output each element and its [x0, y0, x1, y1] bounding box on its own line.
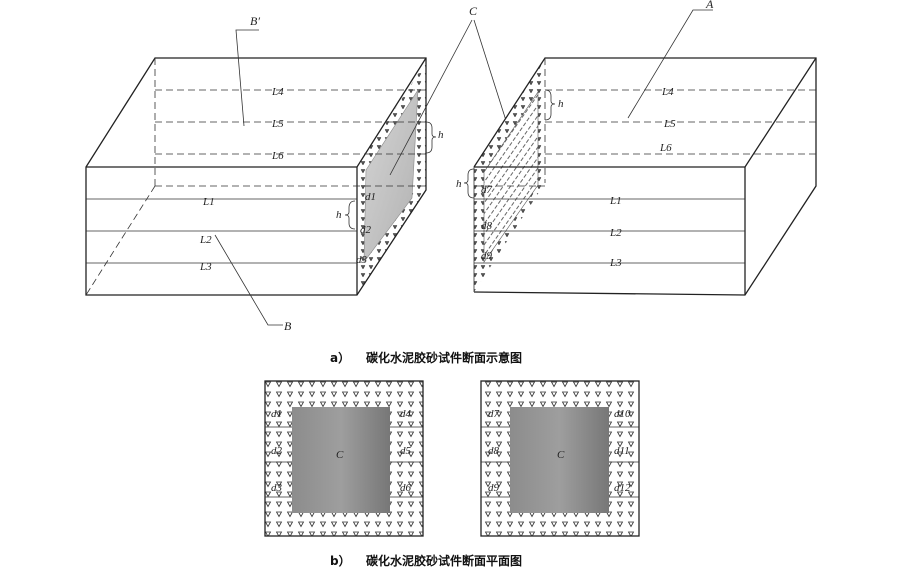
section-left-d4: d4 — [400, 408, 412, 420]
left-label-L6: L6 — [271, 150, 284, 162]
left-depth-d3: d3 — [356, 254, 368, 266]
section-left-d2: d2 — [271, 445, 283, 457]
left-h-side: h — [438, 129, 444, 141]
right-section-core — [483, 91, 539, 263]
left-label-L4: L4 — [271, 86, 284, 98]
section-left-d6: d6 — [400, 482, 412, 494]
section-left-d5: d5 — [400, 445, 412, 457]
left-label-L3: L3 — [199, 261, 212, 273]
section-right-d12: d12 — [614, 482, 631, 494]
right-label-L2: L2 — [609, 227, 622, 239]
right-label-L3: L3 — [609, 257, 622, 269]
right-h-side: h — [558, 98, 564, 110]
section-left: C d1 d2 d3 d4 d5 d6 — [264, 380, 424, 537]
right-h-front: h — [456, 178, 462, 190]
left-label-L2: L2 — [199, 234, 212, 246]
section-right-d9: d9 — [488, 482, 500, 494]
left-label-L5: L5 — [271, 118, 284, 130]
section-left-d3: d3 — [271, 482, 283, 494]
left-depth-d1: d1 — [365, 191, 376, 203]
right-label-L4: L4 — [661, 86, 674, 98]
right-label-L6: L6 — [659, 142, 672, 154]
section-right-core — [510, 407, 609, 513]
caption-a-prefix: a） — [330, 350, 350, 365]
right-depth-d8: d8 — [481, 220, 493, 232]
section-right-d10: d10 — [614, 408, 631, 420]
label-B: B — [284, 319, 292, 333]
section-left-core-label: C — [336, 449, 344, 461]
caption-b-text: 碳化水泥胶砂试件断面平面图 — [366, 553, 522, 568]
section-right-d7: d7 — [488, 408, 500, 420]
caption-b-prefix: b） — [330, 553, 351, 568]
section-left-core — [292, 407, 390, 513]
section-right-core-label: C — [557, 449, 565, 461]
right-label-L5: L5 — [663, 118, 676, 130]
right-depth-d9: d9 — [481, 250, 493, 262]
left-block: L4 L5 L6 L1 L2 L3 d1 d2 d3 h h B′ B — [85, 14, 444, 333]
left-label-L1: L1 — [202, 196, 215, 208]
caption-a-text: 碳化水泥胶砂试件断面示意图 — [366, 350, 522, 365]
left-depth-d2: d2 — [360, 224, 372, 236]
label-A: A — [705, 0, 714, 11]
label-B-prime: B′ — [250, 14, 260, 28]
left-section-core — [363, 88, 419, 263]
right-block: L4 L5 L6 L1 L2 L3 d7 d8 d9 h h A — [456, 0, 817, 296]
section-right-d11: d11 — [614, 445, 630, 457]
right-depth-d7: d7 — [481, 184, 493, 196]
label-C: C — [469, 4, 478, 18]
section-left-d1: d1 — [271, 408, 282, 420]
section-right: C d7 d8 d9 d10 d11 d12 — [480, 380, 640, 537]
right-label-L1: L1 — [609, 195, 622, 207]
left-h-front: h — [336, 209, 342, 221]
section-right-d8: d8 — [488, 445, 500, 457]
